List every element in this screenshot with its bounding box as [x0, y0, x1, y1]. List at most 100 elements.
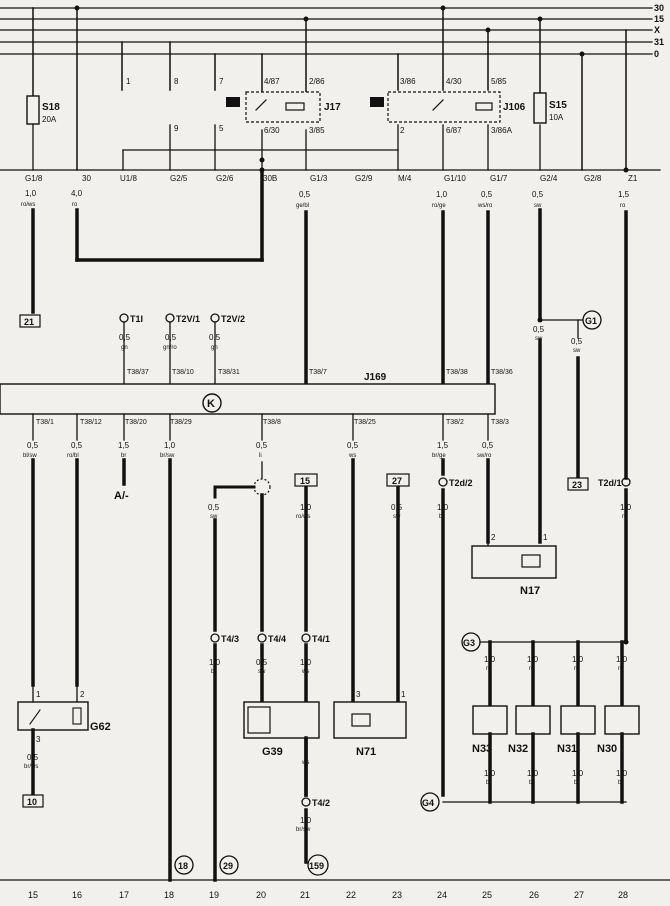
column-number: 24: [437, 890, 447, 900]
wire-color: ro/ws: [21, 202, 35, 208]
component-g39-label: G39: [262, 746, 283, 758]
bus-terminal: G2/6: [216, 174, 234, 183]
pin-label: 3: [36, 735, 41, 744]
wire-size: 0,5: [208, 503, 220, 512]
wire-color: ro: [72, 202, 78, 208]
component-n17: 2 1 N17: [471, 533, 557, 597]
wire-size: 0,5: [347, 441, 359, 450]
rail-label-30: 30: [654, 3, 664, 13]
lower-wire-labels: 0,5 sw 1,0 ro/ws 0,5 sw 1,0 br 1,0 ro 1,…: [208, 503, 632, 833]
connector-label: T4/4: [268, 634, 286, 644]
lower-wires: 0,5 bl/sw 0,5 ro/bl 1,5 br 1,0 br/sw 0,5…: [23, 413, 628, 882]
component-n31-label: N31: [557, 743, 577, 755]
wire-color: bl/sw: [23, 453, 37, 459]
bottom-refs: 18 29 159: [174, 854, 329, 876]
top-wiring: [32, 5, 627, 171]
wire-color: br: [121, 453, 126, 459]
wire-size: 0,5: [482, 441, 494, 450]
wire-size: 1,0: [484, 655, 496, 664]
wire-color: sw/ro: [477, 453, 492, 459]
rail-label-0: 0: [654, 49, 659, 59]
component-g39: G39: [243, 701, 320, 797]
ecu-pin-bottom: T38/1: [36, 419, 54, 426]
column-number: 16: [72, 890, 82, 900]
fuse-s15-amps: 10A: [549, 113, 564, 122]
connector-label: T2d/2: [449, 478, 473, 488]
ground-g1-label: G1: [585, 316, 597, 326]
ecu-j169: J169 K T38/37 T38/10 T38/31 T38/7 T38/38…: [0, 369, 513, 426]
wire-size: 1,0: [300, 658, 312, 667]
wire-color: sw: [573, 348, 581, 354]
wire-color: br: [211, 669, 216, 675]
stub-5: 5: [219, 124, 224, 133]
bus-terminal: 30: [82, 174, 91, 183]
pin-label: 1: [401, 690, 406, 699]
relay-j106-name: J106: [503, 102, 526, 113]
ecu-pin-bottom: T38/29: [170, 419, 192, 426]
stub-9: 9: [174, 124, 179, 133]
ref-23: 23: [572, 480, 582, 490]
wire-color: ro: [574, 666, 580, 672]
wire-size: 0,5: [299, 190, 311, 199]
bus-terminals: G1/8 30 U1/8 G2/5 G2/6 30B G1/3 G2/9 M/4…: [25, 174, 638, 183]
wire-color: ro: [622, 514, 628, 520]
column-number: 28: [618, 890, 628, 900]
ecu-pin-bottom: T38/20: [125, 419, 147, 426]
wire-color: sw: [534, 203, 542, 209]
fuse-s18-amps: 20A: [42, 115, 57, 124]
sensor-connector-label: T2V/2: [221, 314, 245, 324]
wire-size: 4,0: [71, 189, 83, 198]
ecu-pin-bottom: T38/25: [354, 419, 376, 426]
wire-size: 0,5: [481, 190, 493, 199]
ecu-pin-top: T38/7: [309, 369, 327, 376]
component-g62-label: G62: [90, 721, 111, 733]
component-n17-label: N17: [520, 585, 540, 597]
wire-size: 1,0: [572, 655, 584, 664]
relay-j106-pin-6: 3/86A: [491, 126, 513, 135]
connector-label: T4/2: [312, 798, 330, 808]
wire-color: ro: [618, 666, 624, 672]
wire-size: 0,5: [533, 325, 545, 334]
relay-j17-pin-3: 6/30: [264, 126, 280, 135]
ecu-pin-top: T38/37: [127, 369, 149, 376]
ref-21: 21: [24, 317, 34, 327]
bus-terminal: G2/8: [584, 174, 602, 183]
column-number: 21: [300, 890, 310, 900]
bus-terminal: 30B: [263, 174, 277, 183]
wire-color: ws: [348, 453, 356, 459]
wire-size: 0,5: [256, 658, 268, 667]
wire-size: 1,5: [118, 441, 130, 450]
pin-label: 2: [80, 690, 85, 699]
wire-size: 0,5: [256, 441, 268, 450]
ecu-pin-bottom: T38/12: [80, 419, 102, 426]
column-numbers: 15 16 17 18 19 20 21 22 23 24 25 26 27 2…: [28, 890, 628, 900]
bus-terminal: G2/5: [170, 174, 188, 183]
wire-color: br: [529, 780, 534, 786]
column-number: 26: [529, 890, 539, 900]
stub-1: 1: [126, 77, 131, 86]
bus-terminal: M/4: [398, 174, 412, 183]
ground-g1: G1 0,5 sw 0,5 sw: [533, 310, 602, 480]
component-n30-label: N30: [597, 743, 617, 755]
wire-size: 0,5: [71, 441, 83, 450]
ecu-pin-top: T38/36: [491, 369, 513, 376]
bus-terminal: Z1: [628, 174, 638, 183]
wire-color: br/sw: [296, 827, 311, 833]
wire-size: 0,5: [532, 190, 544, 199]
wire-size: 0,5: [391, 503, 403, 512]
ref-27: 27: [392, 476, 402, 486]
wire-color: br/sw: [160, 453, 175, 459]
ecu-pin-top: T38/38: [446, 369, 468, 376]
bus-terminal: G1/8: [25, 174, 43, 183]
wire-size: 0,5: [165, 333, 177, 342]
wire-color: ge/bl: [296, 203, 309, 209]
sensor-connector-label: T1I: [130, 314, 143, 324]
wire-color: ro/ge: [432, 203, 446, 209]
ecu-pin-bottom: T38/8: [263, 419, 281, 426]
wire-size: 1,0: [620, 503, 632, 512]
wire-color: br/ge: [432, 453, 446, 459]
wire-size: 1,0: [527, 769, 539, 778]
ref-29: 29: [223, 861, 233, 871]
column-number: 18: [164, 890, 174, 900]
wire-size: 1,0: [437, 503, 449, 512]
